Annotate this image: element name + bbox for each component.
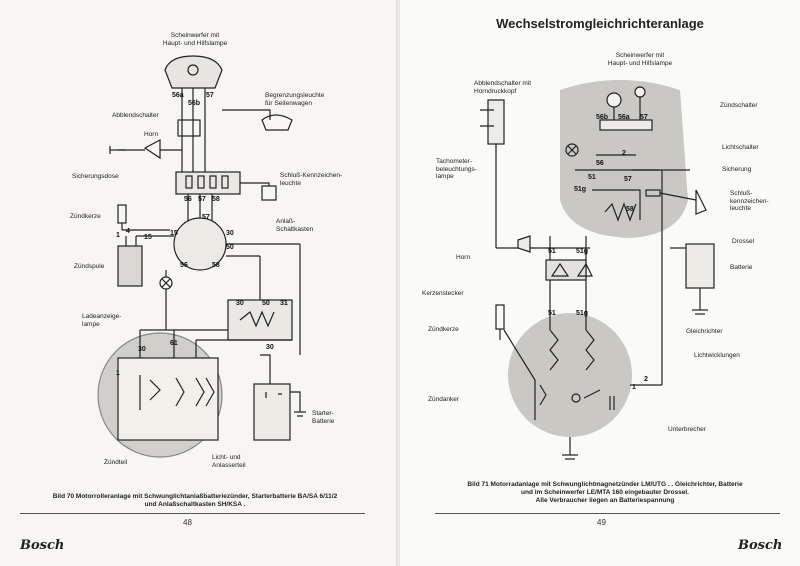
terminal-30: 30 (236, 300, 244, 307)
label-horn: Horn (144, 131, 159, 138)
footer-rule (435, 513, 780, 514)
terminal-57: 57 (202, 214, 210, 221)
label-schluss-kennzeichenleuchte: Schluß- kennzeichen- leuchte (730, 190, 769, 212)
terminal-1: 1 (116, 370, 120, 377)
page-number-48: 48 (183, 518, 192, 527)
right-page: Wechselstromgleichrichteranlage (400, 0, 800, 566)
terminal-2: 2 (644, 376, 648, 383)
terminal-50: 50 (262, 300, 270, 307)
terminal-56a: 56a (172, 92, 184, 99)
terminal-51: 51 (588, 174, 596, 181)
label-lichtschalter: Lichtschalter (722, 144, 759, 151)
terminal-51: 51 (548, 310, 556, 317)
terminal-31: 31 (280, 300, 288, 307)
terminal-51g: 51g (576, 310, 589, 317)
terminal-56: 56 (596, 160, 604, 167)
label-zuendkerze: Zündkerze (70, 213, 101, 220)
label-scheinwerfer: Scheinwerfer mit Haupt- und Hilfslampe (162, 32, 228, 47)
page-title: Wechselstromgleichrichteranlage (496, 16, 704, 31)
terminal-58: 58 (626, 206, 634, 213)
label-drossel: Drossel (732, 238, 755, 245)
terminal-56: 56 (180, 262, 188, 269)
terminal-56b: 56b (596, 114, 609, 121)
book-gutter (396, 0, 401, 566)
label-begrenzungsleuchte: Begrenzungsleuchte für Seitenwagen (265, 92, 325, 107)
terminal-4: 4 (126, 228, 130, 235)
terminal-58: 58 (212, 196, 220, 203)
bosch-logo: Bosch (738, 538, 783, 553)
caption-bild-71: Bild 71 Motorradanlage mit Schwunglichtm… (467, 481, 743, 504)
label-kerzenstecker: Kerzenstecker (422, 290, 464, 297)
terminal-50: 50 (226, 244, 234, 251)
terminal-57: 57 (624, 176, 632, 183)
caption-bild-70: Bild 70 Motorrolleranlage mit Schwunglic… (52, 493, 338, 508)
terminal-57: 57 (206, 92, 214, 99)
label-scheinwerfer: Scheinwerfer mit Haupt- und Hilfslampe (607, 52, 673, 67)
bosch-logo: Bosch (20, 538, 65, 553)
terminal-30: 30 (226, 230, 234, 237)
label-gleichrichter: Gleichrichter (686, 328, 723, 335)
terminal-56: 56 (184, 196, 192, 203)
terminal-2: 2 (622, 150, 626, 157)
label-zuendschalter: Zündschalter (720, 102, 758, 109)
terminal-51: 51 (548, 248, 556, 255)
label-zuendteil: Zündteil (104, 459, 128, 466)
label-licht-und-anlasserteil: Licht- und Anlasserteil (212, 454, 246, 469)
label-abblendschalter: Abblendschalter (112, 112, 159, 119)
label-horn: Horn (456, 254, 471, 261)
terminal-51g: 51g (574, 186, 587, 193)
terminal-15: 15 (170, 230, 178, 237)
terminal-56a: 56a (618, 114, 630, 121)
label-zuendspule: Zündspule (74, 263, 105, 270)
terminal-30: 30 (266, 344, 274, 351)
terminal-1: 1 (632, 384, 636, 391)
left-page: Scheinwerfer mit Haupt- und Hilfslampe B… (0, 0, 397, 566)
label-tachometerbeleuchtungslampe: Tachometer- beleuchtungs- lampe (436, 158, 477, 180)
label-batterie: Batterie (730, 264, 753, 271)
footer-rule (20, 513, 365, 514)
page-number-49: 49 (597, 518, 606, 527)
terminal-30: 30 (138, 346, 146, 353)
label-zuendkerze: Zündkerze (428, 326, 459, 333)
terminal-57: 57 (640, 114, 648, 121)
terminal-51g: 51g (576, 248, 589, 255)
label-sicherung: Sicherung (722, 166, 752, 173)
label-abblendschalter-horndruckkopf: Abblendschalter mit Horndruckkopf (474, 80, 532, 95)
wiring-diagram-bild-70 (97, 55, 306, 458)
terminal-15: 15 (144, 234, 152, 241)
terminal-58: 58 (212, 262, 220, 269)
label-anlass-schaltkasten: Anlaß- Schaltkasten (276, 218, 314, 233)
terminal-61: 61 (170, 340, 178, 347)
label-sicherungsdose: Sicherungsdose (72, 173, 119, 180)
terminal-57: 57 (198, 196, 206, 203)
wiring-diagram-bild-71 (480, 80, 715, 460)
label-unterbrecher: Unterbrecher (668, 426, 706, 433)
terminal-1: 1 (116, 232, 120, 239)
terminal-56b: 56b (188, 100, 201, 107)
label-lichtwicklungen: Lichtwicklungen (694, 352, 740, 359)
label-schluss-kennzeichenleuchte: Schluß-Kennzeichen- leuchte (280, 172, 343, 187)
label-zuendanker: Zündanker (428, 396, 460, 403)
label-ladeanzeigelampe: Ladeanzeige- lampe (82, 313, 122, 328)
label-starter-batterie: Starter- Batterie (312, 410, 335, 425)
